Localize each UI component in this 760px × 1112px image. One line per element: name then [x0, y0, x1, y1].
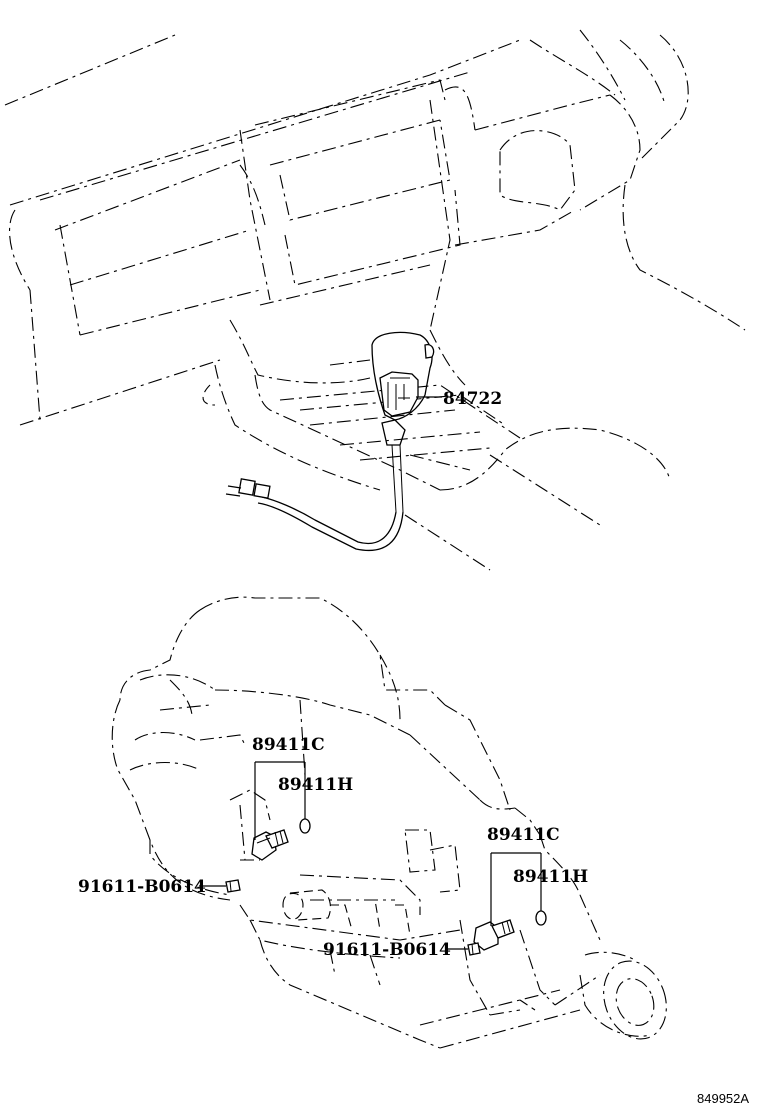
output-flange — [579, 951, 667, 1040]
callout-89411c-right[interactable]: 89411C — [487, 825, 560, 845]
bolt-left[interactable] — [225, 879, 241, 893]
callout-91611-b0614-left[interactable]: 91611-B0614 — [78, 877, 206, 897]
switch-84722-part[interactable] — [379, 371, 419, 417]
callout-84722[interactable]: 84722 — [443, 389, 502, 409]
shift-lever-assembly — [371, 331, 435, 513]
leaders-right — [446, 852, 542, 950]
o-ring-left[interactable] — [299, 818, 311, 834]
o-ring-right[interactable] — [535, 910, 547, 926]
transmission-outline — [111, 596, 601, 1049]
callout-89411h-left[interactable]: 89411H — [278, 775, 353, 795]
bolt-right[interactable] — [467, 942, 481, 956]
leaders-left — [199, 761, 306, 887]
instrument-panel-outline — [4, 29, 746, 571]
callout-91611-b0614-right[interactable]: 91611-B0614 — [323, 940, 451, 960]
figure-id: 849952A — [697, 1091, 749, 1106]
speed-sensor-left[interactable] — [251, 829, 289, 861]
callout-89411c-left[interactable]: 89411C — [252, 735, 325, 755]
callout-89411h-right[interactable]: 89411H — [513, 867, 588, 887]
wire-harness — [225, 478, 404, 551]
speed-sensor-right[interactable] — [473, 919, 515, 951]
